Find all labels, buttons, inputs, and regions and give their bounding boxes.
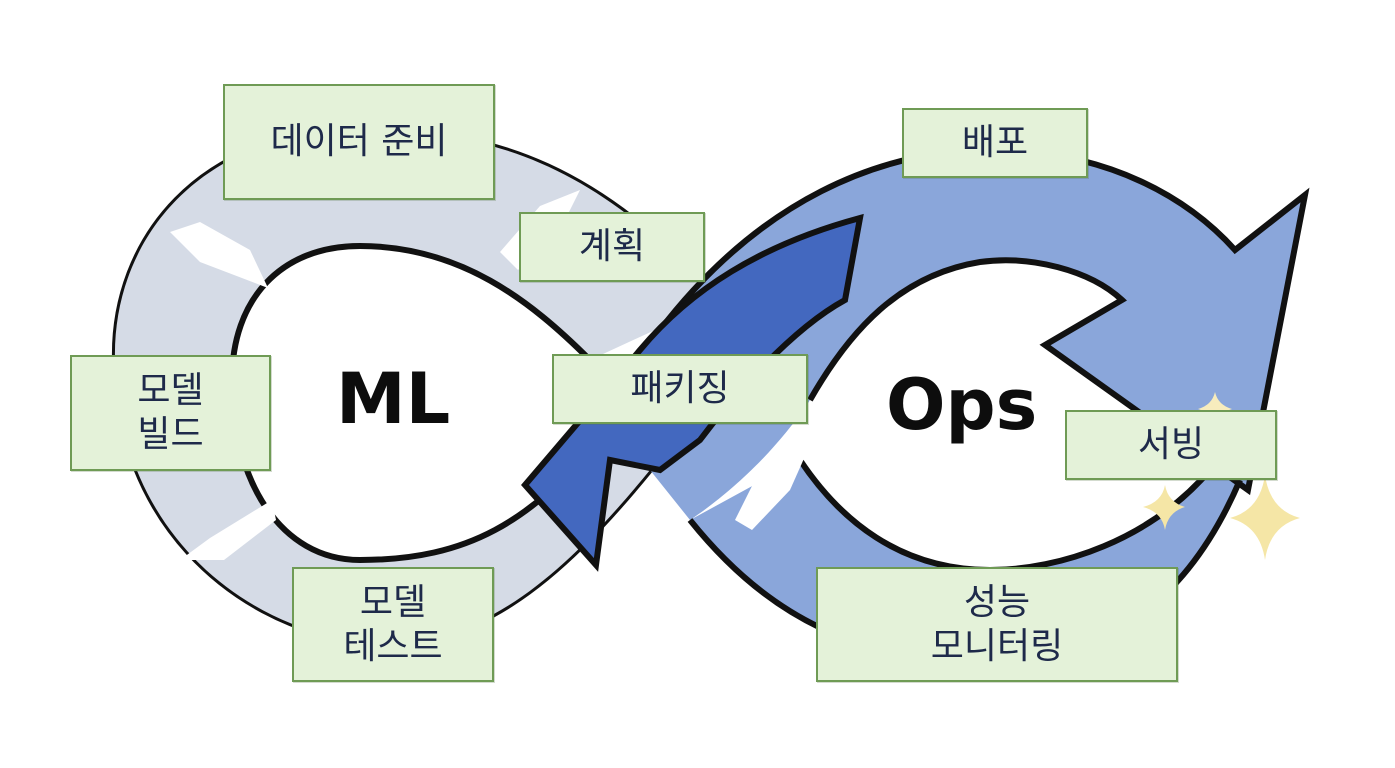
- stage-model-test-line2: 테스트: [343, 625, 443, 667]
- ops-gap-1: [735, 445, 810, 530]
- stage-model-build: 모델 빌드: [70, 355, 271, 471]
- stage-data-prep: 데이터 준비: [223, 84, 495, 200]
- ml-gap-1: [170, 222, 268, 288]
- stage-monitoring: 성능 모니터링: [816, 567, 1178, 682]
- stage-serving-label: 서빙: [1137, 424, 1205, 465]
- ops-loop-outline-top: [657, 146, 1310, 496]
- sparkle-small: [1143, 485, 1185, 530]
- ml-gap-2: [180, 500, 276, 560]
- stage-deploy-label: 배포: [961, 122, 1029, 163]
- stage-model-test-line1: 모델: [359, 581, 427, 623]
- stage-deploy: 배포: [902, 108, 1088, 178]
- stage-model-test: 모델 테스트: [292, 567, 494, 682]
- ops-label: Ops: [886, 364, 1038, 446]
- stage-monitoring-line1: 성능: [963, 581, 1031, 623]
- stage-packaging: 패키징: [552, 354, 808, 424]
- stage-serving: 서빙: [1065, 410, 1277, 480]
- stage-planning: 계획: [519, 212, 705, 282]
- sparkle-large: [1230, 475, 1300, 560]
- stage-model-build-line2: 빌드: [137, 414, 204, 455]
- ml-label: ML: [336, 358, 451, 440]
- stage-packaging-label: 패키징: [630, 368, 730, 409]
- stage-planning-label: 계획: [578, 226, 646, 267]
- stage-model-build-line1: 모델: [137, 370, 204, 411]
- stage-monitoring-line2: 모니터링: [930, 625, 1064, 667]
- stage-data-prep-label: 데이터 준비: [270, 121, 448, 162]
